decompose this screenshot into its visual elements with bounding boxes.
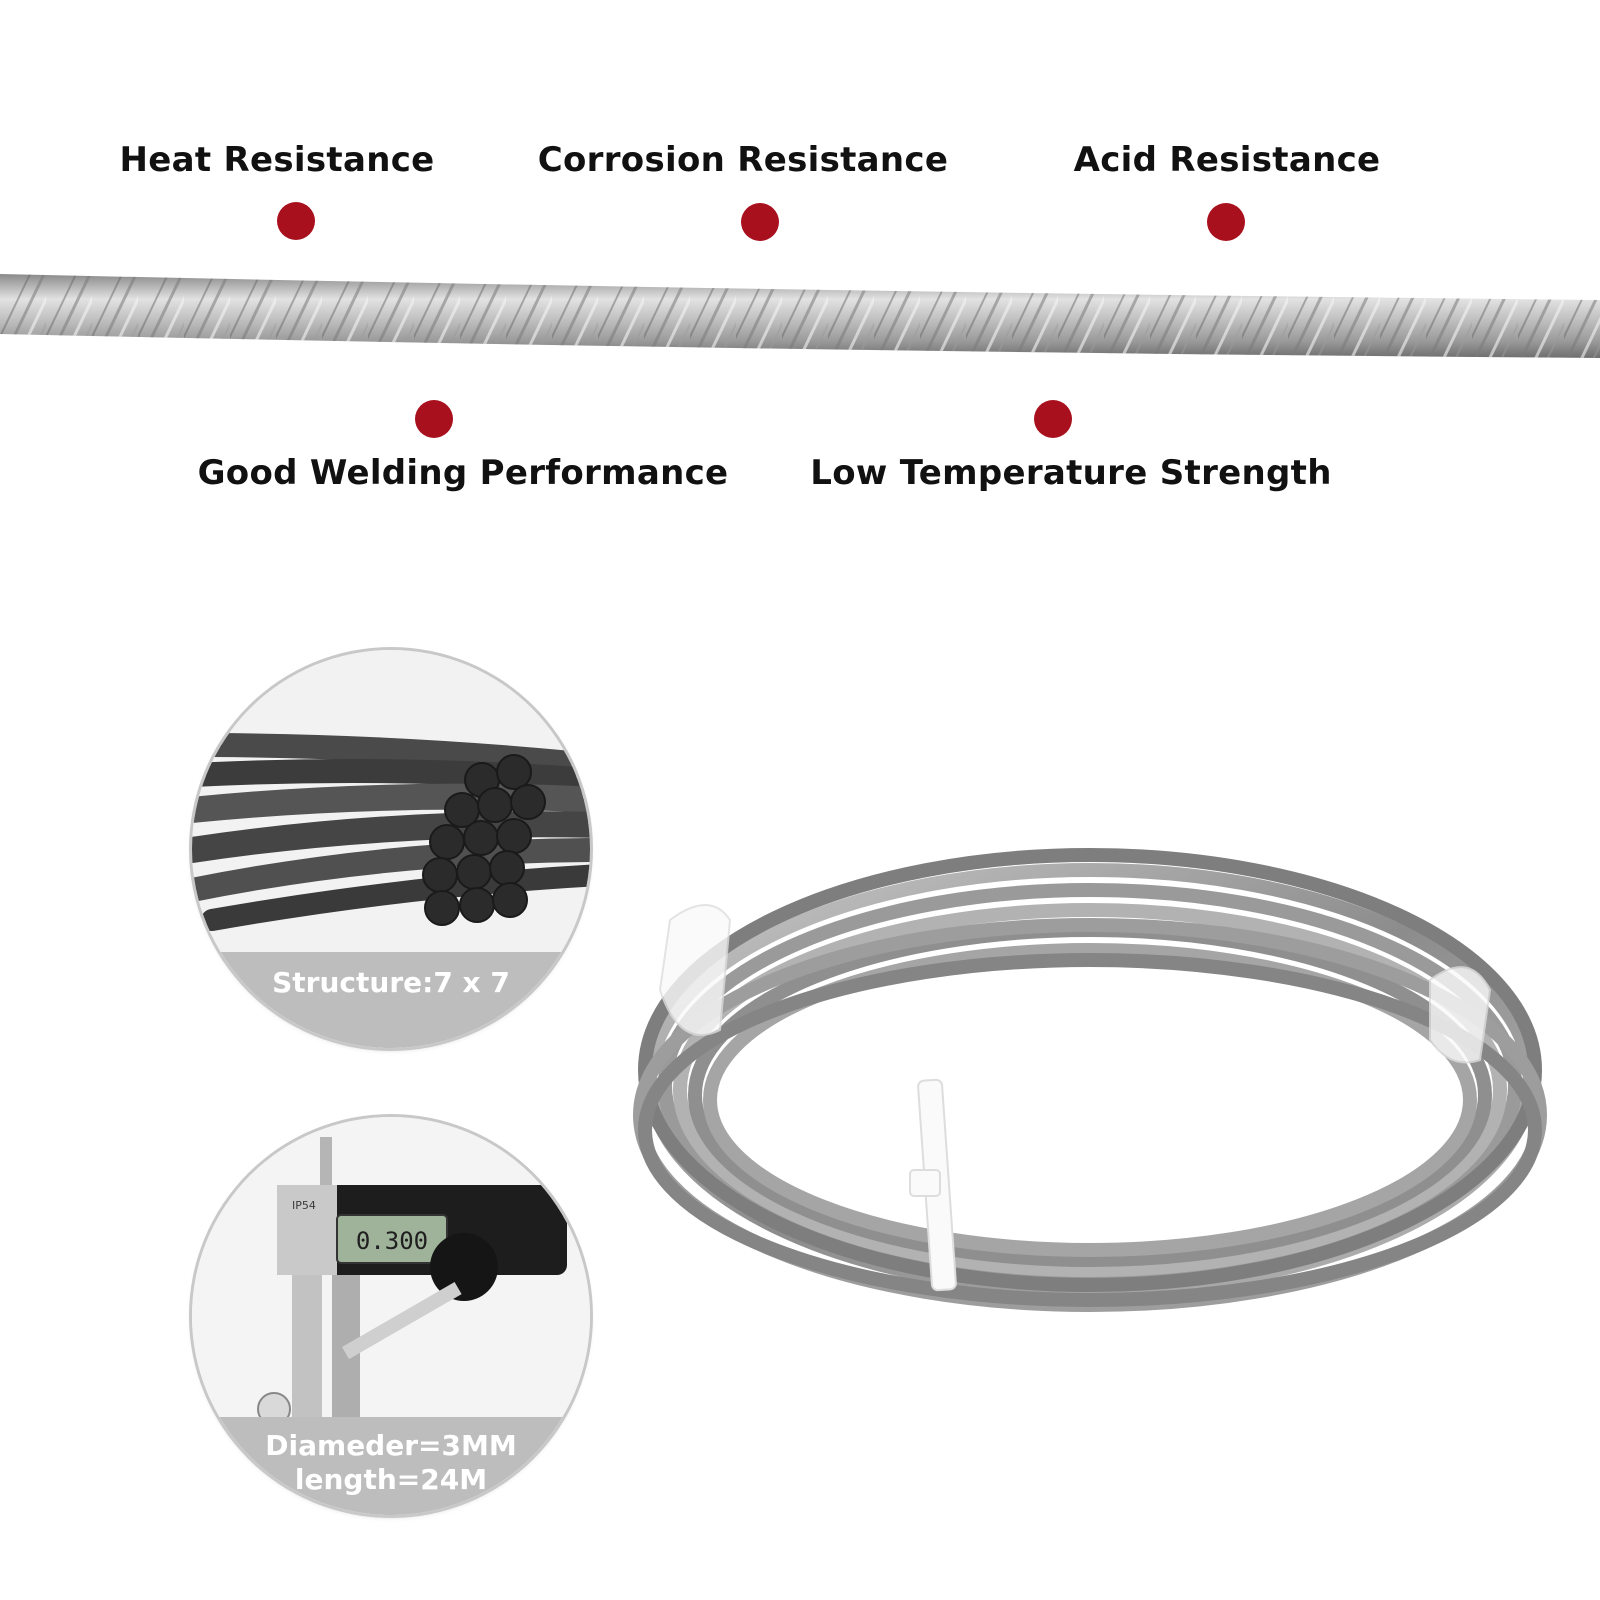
- red-bullet-icon: [277, 202, 315, 240]
- diameter-caption: Diameder=3MM: [265, 1429, 517, 1462]
- red-bullet-icon: [415, 400, 453, 438]
- red-bullet-icon: [741, 203, 779, 241]
- red-bullet-icon: [1207, 203, 1245, 241]
- steel-rope-image: [0, 274, 1600, 358]
- structure-caption: Structure:7 x 7: [272, 966, 510, 999]
- dimension-panel: 0.300 IP54 Diameder=3MM length=24M: [192, 1117, 590, 1515]
- strand-cross-section-image: [192, 650, 590, 1048]
- feature-label-acid-resistance: Acid Resistance: [1073, 140, 1381, 180]
- wire-rope-coil-image: [633, 848, 1547, 1312]
- feature-label-corrosion-resistance: Corrosion Resistance: [537, 140, 949, 180]
- structure-caption-band: Structure:7 x 7: [192, 952, 590, 1048]
- feature-label-heat-resistance: Heat Resistance: [119, 140, 435, 180]
- feature-label-good-welding-performance: Good Welding Performance: [197, 453, 729, 493]
- structure-panel: Structure:7 x 7: [192, 650, 590, 1048]
- length-caption: length=24M: [294, 1463, 488, 1496]
- feature-label-low-temperature-strength: Low Temperature Strength: [810, 453, 1332, 493]
- red-bullet-icon: [1034, 400, 1072, 438]
- dimension-caption-band: Diameder=3MM length=24M: [192, 1417, 590, 1515]
- caliper-reading: 0.300: [356, 1227, 428, 1255]
- caliper-brand: IP54: [292, 1199, 316, 1212]
